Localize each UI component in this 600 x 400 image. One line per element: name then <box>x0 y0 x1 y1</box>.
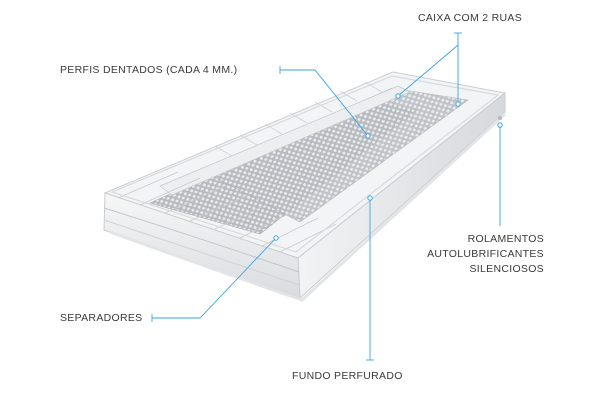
callout-line-separadores <box>152 237 277 319</box>
label-rolamentos-line-1: ROLAMENTOS <box>467 233 544 245</box>
label-rolamentos-line-2: AUTOLUBRIFICANTES <box>427 248 544 260</box>
label-rolamentos: ROLAMENTOS AUTOLUBRIFICANTES SILENCIOSOS <box>427 232 544 277</box>
callout-line-perfis <box>280 69 369 137</box>
callout-dot-caixa-2 <box>455 101 461 107</box>
callout-dot-separadores <box>273 235 279 241</box>
tray-inner-rim <box>111 75 500 253</box>
roller <box>498 116 502 120</box>
callout-dot-rolamentos <box>497 122 503 128</box>
callout-dot-perfis <box>365 133 371 139</box>
callout-dot-fundo <box>367 195 373 201</box>
label-rolamentos-line-3: SILENCIOSOS <box>469 263 544 275</box>
label-fundo: FUNDO PERFURADO <box>292 370 403 382</box>
separators-back-row <box>214 81 383 157</box>
callout-dot-caixa <box>395 93 401 99</box>
tray-bottom-shadow <box>109 112 507 302</box>
label-separadores: SEPARADORES <box>60 312 143 324</box>
label-caixa: CAIXA COM 2 RUAS <box>418 12 522 24</box>
separators-row <box>117 171 337 253</box>
label-perfis: PERFIS DENTADOS (CADA 4 MM.) <box>60 64 238 76</box>
